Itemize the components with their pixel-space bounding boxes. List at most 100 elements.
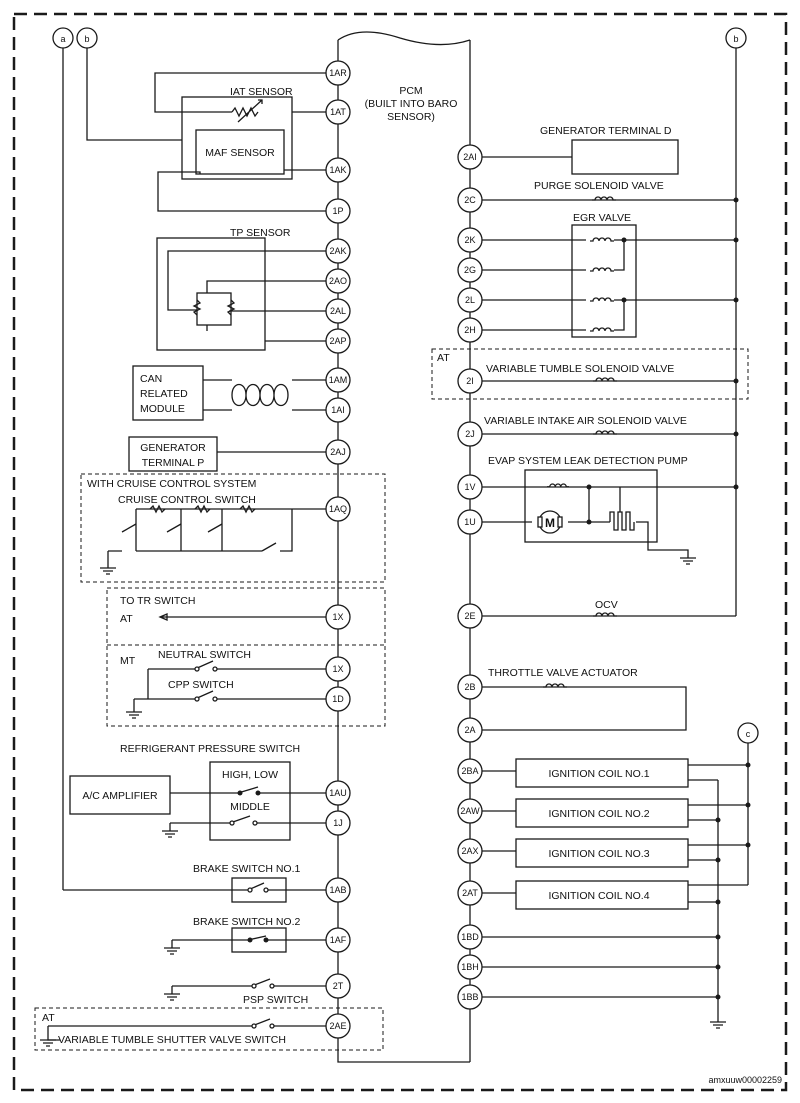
pin-2a	[457, 717, 483, 743]
cpp-switch-wire	[133, 690, 326, 712]
pin-2al	[325, 298, 351, 324]
iat-thermistor	[231, 99, 263, 123]
generator-p-label-1: GENERATOR	[140, 442, 206, 454]
pin-1ai-label: 1AI	[331, 405, 345, 415]
pin-2ae	[325, 1013, 351, 1039]
egr-wires	[482, 239, 736, 331]
pin-1bd	[457, 924, 483, 950]
tumble-contact-b	[269, 1023, 275, 1029]
pin-2b	[457, 674, 483, 700]
coil-ground-wires	[688, 779, 719, 1022]
tp-sensor-label: TP SENSOR	[230, 227, 291, 239]
tumble-valve-group	[431, 348, 749, 400]
brake-switch-2-label: BRAKE SWITCH NO.2	[193, 916, 301, 928]
generator-p-label-2: TERMINAL P	[142, 457, 205, 469]
ac-amplifier-label: A/C AMPLIFIER	[82, 790, 158, 802]
ac-amplifier-box	[69, 775, 171, 815]
pin-2b-label: 2B	[464, 682, 475, 692]
wire-1ak-1p	[157, 169, 326, 212]
pin-2aw	[457, 798, 483, 824]
pin-2ax	[457, 838, 483, 864]
pin-1am	[325, 367, 351, 393]
pin-2c-label: 2C	[464, 195, 476, 205]
wire-b-left	[86, 48, 196, 141]
pin-2e-label: 2E	[464, 611, 475, 621]
junction-2c	[733, 197, 739, 203]
pin-2h-label: 2H	[464, 325, 476, 335]
neutral-contact-a	[194, 666, 200, 672]
junction-egr-1	[733, 237, 739, 243]
cruise-switch-label: CRUISE CONTROL SWITCH	[118, 494, 256, 506]
tr-mt-group	[106, 587, 386, 727]
at-label-right: AT	[437, 352, 450, 364]
pin-1d-label: 1D	[332, 694, 344, 704]
brake-2-contact-b	[263, 937, 269, 943]
pin-2ae-label: 2AE	[329, 1021, 346, 1031]
evap-junction-2	[586, 519, 592, 525]
refrig-contact-hl-a	[237, 790, 243, 796]
pin-1ar	[325, 60, 351, 86]
tumble-valve-label: VARIABLE TUMBLE SOLENOID VALVE	[486, 363, 674, 375]
junction-g-6	[715, 994, 721, 1000]
refrig-ground-icon	[162, 830, 178, 838]
to-tr-switch-label: TO TR SWITCH	[120, 595, 195, 607]
ignition-coil-2-box	[515, 798, 689, 828]
junction-g-5	[715, 964, 721, 970]
pin-2ai	[457, 144, 483, 170]
pin-1ar-label: 1AR	[329, 68, 347, 78]
pin-2i	[457, 368, 483, 394]
middle-label: MIDDLE	[230, 801, 270, 813]
pcm-label-1: PCM	[399, 85, 422, 97]
iat-sensor-label: IAT SENSOR	[230, 86, 293, 98]
purge-valve-label: PURGE SOLENOID VALVE	[534, 180, 664, 192]
can-wires	[203, 379, 326, 411]
junction-2j	[733, 431, 739, 437]
pin-1v-label: 1V	[464, 482, 475, 492]
pin-2ba-label: 2BA	[461, 766, 478, 776]
pin-2t	[325, 973, 351, 999]
tp-potentiometer	[196, 292, 232, 326]
junction-g-3	[715, 899, 721, 905]
motor-brush-left	[537, 516, 543, 528]
pin-2aw-label: 2AW	[460, 806, 480, 816]
brake-switch-2-wire	[171, 935, 326, 948]
pin-1ab-label: 1AB	[329, 885, 346, 895]
cruise-contacts	[108, 523, 277, 552]
figure-border	[12, 12, 788, 1092]
psp-contact-b	[269, 983, 275, 989]
pin-1ak	[325, 157, 351, 183]
pin-1bh	[457, 954, 483, 980]
connector-b-left	[76, 27, 98, 49]
generator-d-label: GENERATOR TERMINAL D	[540, 125, 672, 137]
pin-2j	[457, 421, 483, 447]
brake-2-contact-a	[247, 937, 253, 943]
can-module-label-1: CAN	[140, 373, 162, 385]
pcm-label-3: SENSOR)	[387, 111, 435, 123]
at-label-tr: AT	[120, 613, 133, 625]
cruise-system-label: WITH CRUISE CONTROL SYSTEM	[87, 478, 256, 490]
pin-2a-label: 2A	[464, 725, 475, 735]
pin-1aq	[325, 496, 351, 522]
pin-1x-mt	[325, 656, 351, 682]
motor-brush-right	[557, 516, 563, 528]
connector-b-right-label: b	[733, 34, 738, 44]
connector-b-right	[725, 27, 747, 49]
throttle-actuator-label: THROTTLE VALVE ACTUATOR	[488, 667, 638, 679]
pin-1u	[457, 509, 483, 535]
psp-switch-wire	[171, 978, 326, 994]
high-low-label: HIGH, LOW	[222, 769, 278, 781]
left-pin-column: 1AR 1AT 1AK 1P 2AK 2AO 2AL 2AP 1AM 1AI 2…	[325, 60, 351, 1039]
mt-label: MT	[120, 655, 136, 667]
pin-2g-label: 2G	[464, 265, 476, 275]
throttle-actuator-wire	[482, 686, 687, 731]
tumble-shutter-label: VARIABLE TUMBLE SHUTTER VALVE SWITCH	[58, 1034, 286, 1046]
brake-switch-1-label: BRAKE SWITCH NO.1	[193, 863, 301, 875]
cpp-switch-label: CPP SWITCH	[168, 679, 234, 691]
pin-2k	[457, 227, 483, 253]
right-pin-column: 2AI 2C 2K 2G 2L 2H 2I 2J 1V 1U 2E 2B 2A …	[457, 144, 483, 1010]
cruise-control-group	[80, 473, 386, 583]
junction-g-1	[715, 817, 721, 823]
pin-2aj	[325, 439, 351, 465]
pcm-left-bus	[337, 40, 470, 1063]
refrig-contact-m-a	[229, 820, 235, 826]
